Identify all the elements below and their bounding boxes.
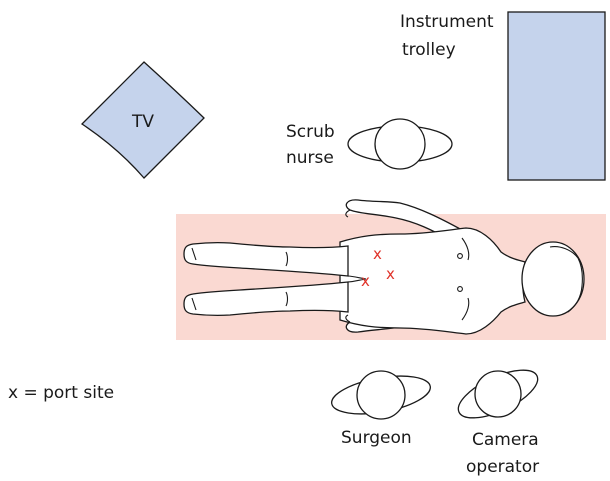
instrument-trolley-label-line1: Instrument [400,12,494,32]
tv-label: TV [131,112,154,132]
port-site-marker: x [373,245,382,263]
port-site-marker: x [361,272,370,290]
port-site-legend: x = port site [8,383,114,403]
scrub-nurse-label-line1: Scrub [286,122,335,142]
instrument-trolley-label-line2: trolley [402,40,456,60]
surgeon-label: Surgeon [341,428,412,448]
scrub-nurse-figure [348,119,452,169]
surgeon-figure [329,370,433,421]
camera-operator-figure [452,360,544,427]
port-site-marker: x [386,265,395,283]
instrument-trolley [508,12,605,180]
camera-operator-label-line2: operator [466,457,539,477]
camera-operator-label-line1: Camera [472,430,539,450]
scrub-nurse-label-line2: nurse [286,148,334,168]
